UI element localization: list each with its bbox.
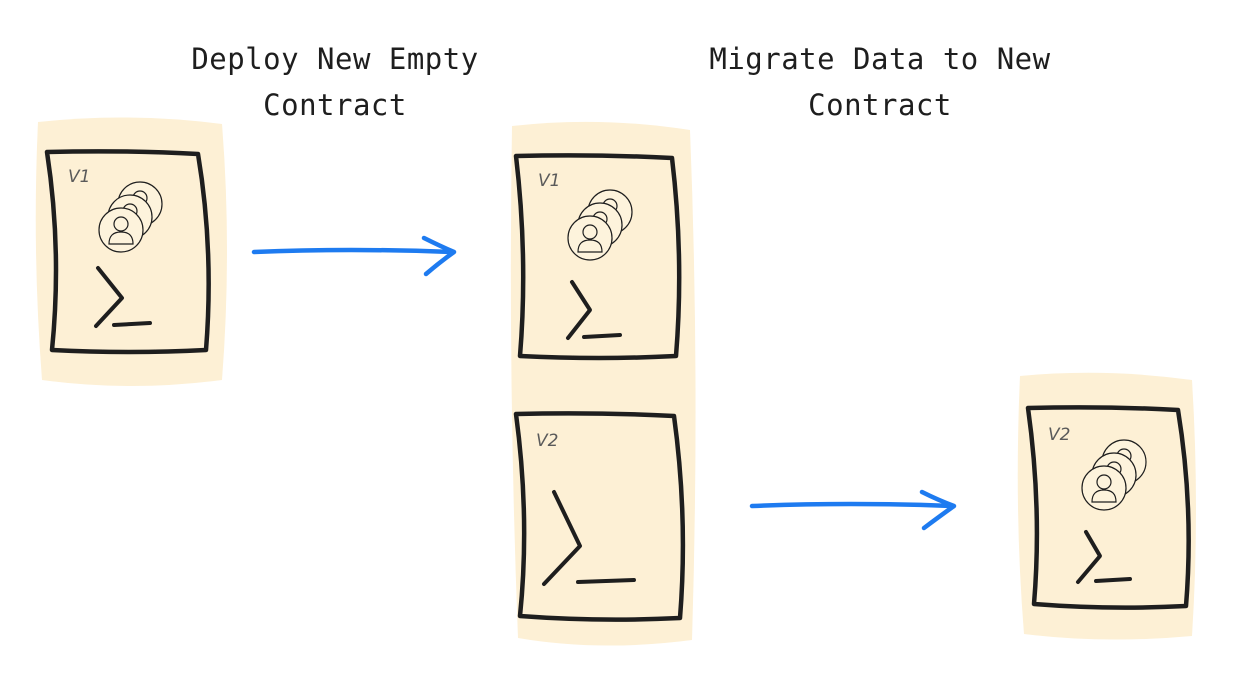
version-label: V1 — [538, 171, 560, 191]
arrow-deploy — [251, 235, 457, 277]
terminal-icon — [542, 490, 636, 586]
highlight-stage2 — [510, 121, 696, 646]
document-outline — [513, 153, 682, 361]
contract-stage2-v1: V1 — [513, 153, 682, 361]
terminal-icon — [566, 280, 622, 340]
version-label: V2 — [1048, 425, 1070, 445]
step-title-deploy: Deploy New Empty Contract — [191, 42, 479, 122]
document-outline — [44, 149, 211, 355]
arrow-migrate — [749, 489, 957, 531]
version-label: V2 — [536, 431, 558, 451]
terminal-icon — [94, 266, 152, 328]
document-outline — [513, 411, 686, 622]
step-title-migrate: Migrate Data to New Contract — [709, 42, 1051, 122]
document-outline — [1025, 405, 1191, 610]
version-label: V1 — [68, 167, 90, 187]
contract-stage2-v2: V2 — [513, 411, 686, 622]
contract-stage3-v2: V2 — [1025, 405, 1191, 610]
contract-stage1-v1: V1 — [44, 149, 211, 355]
highlight-stage1 — [35, 117, 227, 387]
terminal-icon — [1076, 530, 1132, 584]
